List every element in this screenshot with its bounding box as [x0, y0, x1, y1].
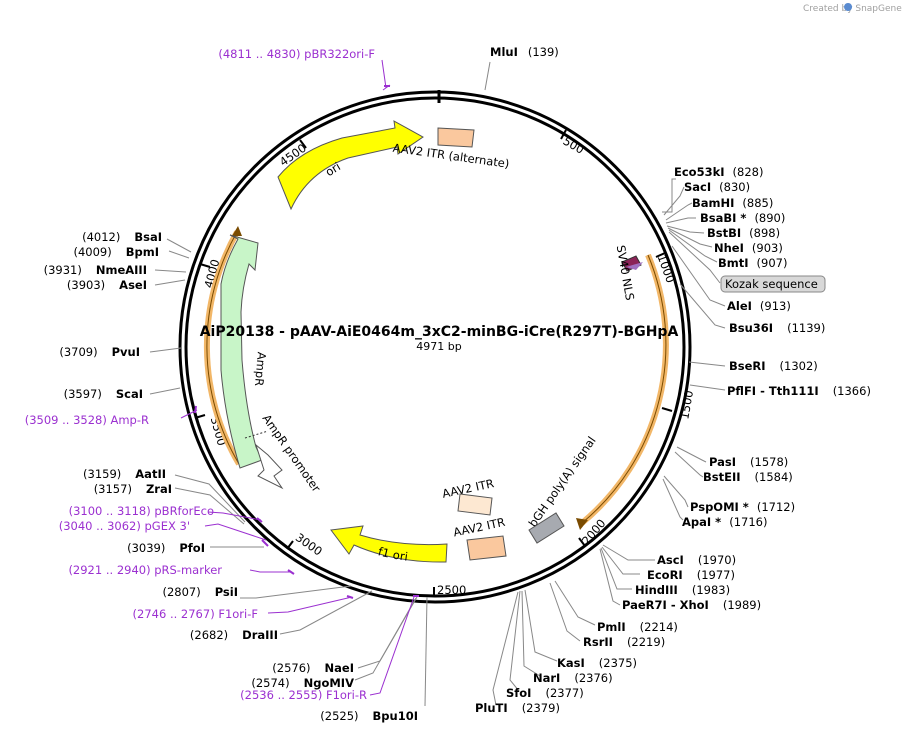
site-connectors: [149, 61, 726, 707]
site-apai: ApaI *(1716): [682, 515, 767, 529]
site-naei: (2576)NaeI: [272, 661, 354, 675]
sv40-nls-label: SV40 NLS: [614, 244, 637, 301]
tick-marks: [194, 129, 673, 597]
site-kasi: KasI(2375): [557, 656, 637, 670]
aav2-itr-bottom-label: AAV2 ITR: [452, 515, 506, 540]
primer-pbrforeco: (3100 .. 3118) pBRforEco: [69, 504, 214, 518]
sv40-nls-marker-accent: [626, 262, 643, 270]
site-psii: (2807)PsiI: [162, 585, 238, 599]
snapgene-logo-icon: [844, 3, 853, 11]
ampr-arrow[interactable]: [220, 234, 263, 469]
site-pfoi: (3039)PfoI: [127, 541, 205, 555]
primer-f1ori-r: (2536 .. 2555) F1ori-R: [240, 688, 367, 702]
ampr-promoter-label: AmpR promoter: [260, 412, 324, 495]
primer-amp-r: (3509 .. 3528) Amp-R: [25, 413, 149, 427]
site-bstbi: BstBI(898): [707, 226, 780, 240]
kozak-sequence-band-edge: [581, 254, 667, 524]
primer-connectors: [180, 59, 415, 696]
site-asei: (3903)AseI: [67, 278, 147, 292]
site-ecori: EcoRI(1977): [647, 568, 735, 582]
plasmid-title: AiP20138 - pAAV-AiE0464m_3xC2-minBG-iCre…: [200, 324, 679, 340]
primer-prs-marker: (2921 .. 2940) pRS-marker: [68, 563, 222, 577]
site-saci: SacI(830): [684, 180, 750, 194]
plasmid-size: 4971 bp: [416, 340, 461, 353]
site-hindiii: HindIII(1983): [635, 583, 730, 597]
primer-pgex-3: (3040 .. 3062) pGEX 3': [59, 519, 190, 533]
site-bmti: BmtI(907): [718, 256, 787, 270]
site-pmli: PmlI(2214): [597, 620, 678, 634]
site-scai: (3597)ScaI: [64, 387, 143, 401]
kozak-sequence-badge[interactable]: [720, 275, 826, 293]
site-zrai: (3157)ZraI: [94, 482, 172, 496]
primer-f1ori-f: (2746 .. 2767) F1ori-F: [133, 607, 258, 621]
site-nhei: NheI(903): [714, 241, 783, 255]
site-aatii: (3159)AatII: [83, 467, 166, 481]
kozak-band-arrowhead: [576, 518, 588, 530]
site-alei: AleI(913): [727, 299, 791, 313]
backbone-outer-ring: [178, 90, 692, 604]
site-bsu36i: Bsu36I(1139): [729, 321, 825, 335]
site-asci: AscI(1970): [657, 553, 736, 567]
aav2-itr-top-box[interactable]: [457, 493, 493, 516]
tick-label-2500: 2500: [437, 583, 466, 597]
tick-label-500: 500: [561, 134, 587, 157]
site-mlui: MluI(139): [490, 45, 559, 59]
aav2-itr-bottom-box[interactable]: [466, 535, 507, 561]
primer-pbr322ori-f: (4811 .. 4830) pBR322ori-F: [218, 47, 375, 61]
ampr-label: AmpR: [252, 351, 269, 386]
amp-band-arrowhead: [232, 226, 242, 236]
site-pluti: PluTI(2379): [475, 701, 560, 715]
ori-arrow[interactable]: [277, 120, 424, 211]
site-ngomiv: (2574)NgoMIV: [251, 676, 354, 690]
site-bsai: (4012)BsaI: [82, 230, 162, 244]
f1-ori-label: f1 ori: [377, 544, 409, 564]
site-bsabi: BsaBI *(890): [700, 211, 785, 225]
site-pasi: PasI(1578): [709, 455, 788, 469]
f1-ori-arrow[interactable]: [330, 525, 448, 563]
tick-label-1500: 1500: [677, 389, 696, 420]
site-pflfi-tth111i: PflFI - Tth111I(1366): [727, 384, 871, 398]
amp-band-edge: [206, 231, 240, 465]
site-rsrii: RsrII(2219): [583, 635, 665, 649]
ampr-promoter-boundary: [244, 430, 269, 439]
site-sfoi: SfoI(2377): [506, 686, 584, 700]
site-paer7i-xhoi: PaeR7I - XhoI(1989): [622, 598, 761, 612]
site-pspomi: PspOMI *(1712): [690, 500, 795, 514]
site-bsteii: BstEII(1584): [703, 470, 793, 484]
site-pvui: (3709)PvuI: [59, 345, 140, 359]
site-nmeaiii: (3931)NmeAIII: [44, 263, 147, 277]
aav2-itr-alternate-box[interactable]: [437, 127, 475, 148]
ampr-promoter-arrow[interactable]: [255, 443, 284, 490]
primer-markers: [194, 85, 419, 599]
credit-text: Created by SnapGene: [803, 4, 902, 14]
kozak-sequence-label: Kozak sequence: [725, 277, 818, 291]
site-draiii: (2682)DraIII: [190, 628, 278, 642]
sv40-nls-marker[interactable]: [621, 255, 642, 272]
ori-label: ori: [323, 159, 343, 179]
site-eco53ki: Eco53kI(828): [674, 165, 763, 179]
site-bpu10i: (2525)Bpu10I: [320, 709, 418, 723]
bgh-polya-box[interactable]: [528, 512, 565, 544]
site-nari: NarI(2376): [533, 671, 613, 685]
site-bamhi: BamHI(885): [692, 196, 773, 210]
site-bseri: BseRI(1302): [729, 359, 818, 373]
site-bpmi: (4009)BpmI: [73, 245, 159, 259]
